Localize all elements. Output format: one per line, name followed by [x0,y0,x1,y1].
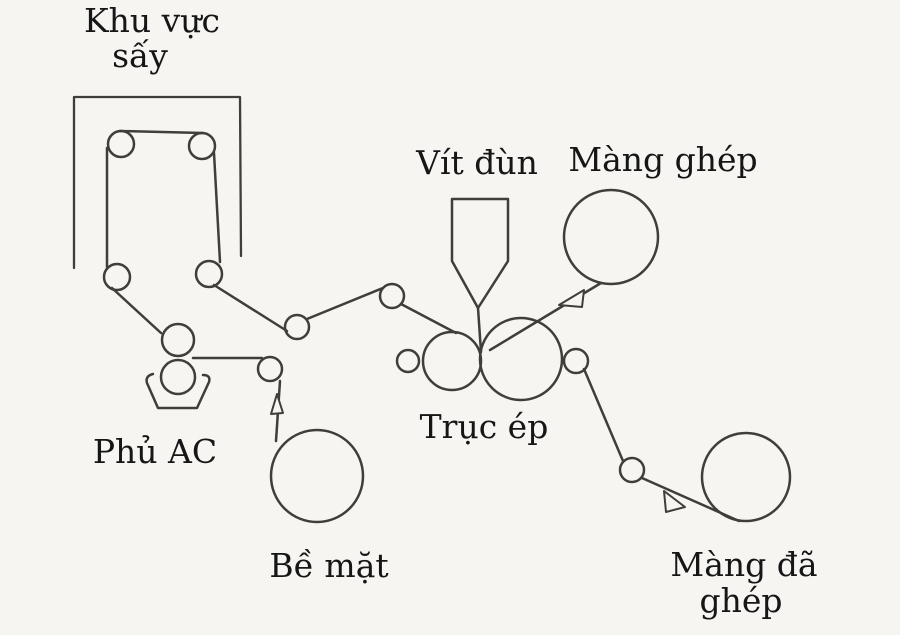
label-laminating-film: Màng ghép [568,140,757,179]
press-roller-left [421,330,483,392]
laminated-film-roll [700,431,792,523]
laminating-film-roll [562,188,660,286]
web-transport [212,282,458,341]
dryer-roller-top-left [106,129,136,159]
web-dryer-to-coater [110,286,163,335]
unwind-guide-roller [256,355,284,383]
web-direction-up-arrow [270,393,284,415]
extruder [450,197,510,354]
label-drying-area-line1: Khu vực [84,1,220,40]
dryer-roller-top-right [187,131,217,161]
guide-roller-high [378,282,406,310]
coater-roller-top [160,322,196,358]
substrate-unwind [256,355,365,524]
coating-trough [145,372,211,410]
label-substrate: Bề mặt [269,546,388,585]
guide-roller-low [283,313,311,341]
dryer-web-path [105,129,222,269]
nip-side-roller-left [395,348,421,374]
web-guide-to-press [399,302,458,335]
web-guide-to-guide [305,286,385,321]
label-drying-area-line2: sấy [112,36,168,75]
press-section [395,316,590,402]
label-laminated-film-line2: ghép [699,581,782,620]
outfeed-line-upper [582,367,625,463]
outfeed-guide-roller [618,456,646,484]
ac-coating-station [110,286,264,410]
label-press-rollers: Trục ép [420,407,549,446]
dryer-roller-bottom-left [102,262,132,292]
nip-side-roller-right [562,347,590,375]
laminating-film-feed [488,188,660,352]
dryer-roller-bottom-right [194,259,224,289]
web-dryer-to-guide [212,283,289,333]
label-extruder-screw: Vít đùn [415,143,538,182]
dryer-hood [72,95,243,270]
laminated-film-windup [582,367,792,523]
melt-curtain-line [476,306,483,354]
drying-area [72,95,243,292]
substrate-roll [269,428,365,524]
coater-roller-bottom [159,358,197,396]
press-roller-right [478,316,564,402]
winding-direction-arrow [663,490,686,513]
film-direction-arrow [558,289,585,308]
label-ac-coating: Phủ AC [93,432,217,471]
label-laminated-film-line1: Màng đã [670,545,817,584]
extruder-die [450,197,510,310]
